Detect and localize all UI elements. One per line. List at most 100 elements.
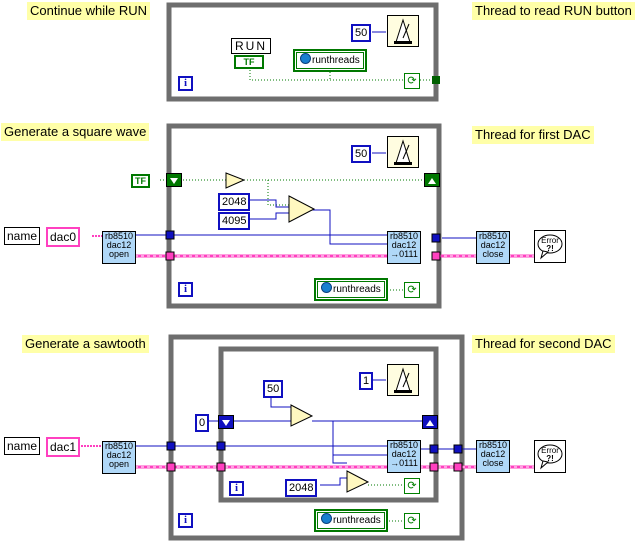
tunnel-loop2-in-num <box>165 230 175 240</box>
tunnel-loop2-in-err <box>165 251 175 261</box>
loop-condition-3[interactable]: ⟳ <box>404 513 420 529</box>
loop-tunnel-out-1 <box>432 76 440 84</box>
up-arrow-icon <box>426 420 434 426</box>
globe-icon <box>321 282 332 293</box>
tunnel-loop2-out-num <box>431 233 441 243</box>
iteration-terminal-inner: i <box>229 481 244 496</box>
error-speech-icon: Error?! <box>537 444 563 470</box>
iteration-terminal-2: i <box>178 282 193 297</box>
tunnel-inner-out-num <box>429 444 439 454</box>
subvi-line: open <box>108 249 130 259</box>
subvi-line: dac12 <box>480 449 506 459</box>
boolean-wire-run <box>249 69 434 81</box>
error-text: Error <box>541 236 559 245</box>
up-arrow-icon <box>428 178 436 184</box>
subvi-line: dac12 <box>391 240 417 250</box>
const-limit-2048[interactable]: 2048 <box>285 479 318 497</box>
boolean-wires-loop-3 <box>368 484 404 522</box>
subvi-line: →0111 <box>390 458 418 468</box>
subvi-line: rb8510 <box>104 231 134 241</box>
wait-ms-icon-3[interactable] <box>387 364 419 396</box>
while-loop-run-reader <box>166 2 439 102</box>
while-loop-second-dac <box>168 334 465 541</box>
tunnel-loop3-in-num <box>166 441 176 451</box>
note-thread-read-run: Thread to read RUN button <box>472 2 635 20</box>
name-constant-dac1[interactable]: dac1 <box>46 437 81 457</box>
subvi-line: rb8510 <box>478 231 508 241</box>
tunnel-loop3-out-err <box>453 462 463 472</box>
not-equal-primitive <box>225 172 246 189</box>
const-increment-50[interactable]: 50 <box>263 380 284 398</box>
runthreads-label-1: runthreads <box>312 55 360 66</box>
const-initial-0[interactable]: 0 <box>195 414 210 432</box>
wait-constant-2[interactable]: 50 <box>351 145 372 163</box>
tunnel-inner-in-num <box>216 441 226 451</box>
note-generate-sawtooth: Generate a sawtooth <box>22 335 149 353</box>
metronome-icon <box>394 139 412 165</box>
const-4095[interactable]: 4095 <box>218 212 251 230</box>
error-speech-icon: Error?! <box>537 234 563 260</box>
loop-condition-1[interactable]: ⟳ <box>404 73 420 89</box>
subvi-line: →0111 <box>390 249 418 259</box>
iteration-terminal-3: i <box>178 513 193 528</box>
runthreads-global-2[interactable]: runthreads <box>314 278 388 301</box>
tunnel-loop3-in-err <box>166 462 176 472</box>
subvi-line: open <box>108 459 130 469</box>
name-constant-dac0[interactable]: dac0 <box>46 227 81 247</box>
note-thread-first-dac: Thread for first DAC <box>472 126 594 144</box>
loop-condition-2[interactable]: ⟳ <box>404 282 420 298</box>
numeric-wires-loop-2 <box>135 152 476 245</box>
while-loop-first-dac <box>166 123 442 309</box>
select-primitive <box>288 195 316 223</box>
down-arrow-icon <box>170 178 178 184</box>
shift-register-right-2 <box>422 415 438 429</box>
error-mark: ?! <box>546 244 554 253</box>
shift-register-left-2 <box>218 415 234 429</box>
note-continue-while-run: Continue while RUN <box>27 2 151 20</box>
runthreads-label-3: runthreads <box>333 515 381 526</box>
runthreads-global-3[interactable]: runthreads <box>314 509 388 532</box>
subvi-line: rb8510 <box>104 441 134 451</box>
boolean-constant[interactable]: TF <box>131 174 150 188</box>
subvi-line: close <box>482 458 504 468</box>
globe-icon <box>300 53 311 64</box>
iteration-terminal-1: i <box>178 76 193 91</box>
numeric-wires-loop-3 <box>135 379 476 486</box>
error-handler-1[interactable]: Error?! <box>534 230 566 263</box>
wait-ms-icon-1[interactable] <box>387 15 419 47</box>
run-tf-terminal: TF <box>234 55 264 69</box>
tunnel-inner-out-err <box>429 462 439 472</box>
subvi-line: rb8510 <box>389 231 419 241</box>
tunnel-loop2-out-err <box>431 251 441 261</box>
add-primitive <box>290 404 314 427</box>
run-button-terminal[interactable]: RUN TF <box>231 38 271 69</box>
note-thread-second-dac: Thread for second DAC <box>472 335 615 353</box>
globe-icon <box>321 513 332 524</box>
metronome-icon <box>394 367 412 393</box>
metronome-icon <box>394 18 412 44</box>
shift-register-right-1 <box>424 173 440 187</box>
note-generate-square: Generate a square wave <box>1 123 150 141</box>
const-2048-a[interactable]: 2048 <box>218 193 251 211</box>
subvi-line: dac12 <box>106 240 132 250</box>
runthreads-label-2: runthreads <box>333 284 381 295</box>
error-handler-2[interactable]: Error?! <box>534 440 566 473</box>
wait-constant-3[interactable]: 1 <box>359 372 374 390</box>
down-arrow-icon <box>222 420 230 426</box>
less-than-primitive <box>346 470 370 493</box>
subvi-line: rb8510 <box>389 440 419 450</box>
wait-ms-icon-2[interactable] <box>387 136 419 168</box>
error-text: Error <box>541 446 559 455</box>
wait-constant-1[interactable]: 50 <box>351 24 372 42</box>
subvi-line: rb8510 <box>478 440 508 450</box>
runthreads-global-1[interactable]: runthreads <box>293 49 367 72</box>
loop-condition-inner[interactable]: ⟳ <box>404 478 420 494</box>
shift-register-left-1 <box>166 173 182 187</box>
